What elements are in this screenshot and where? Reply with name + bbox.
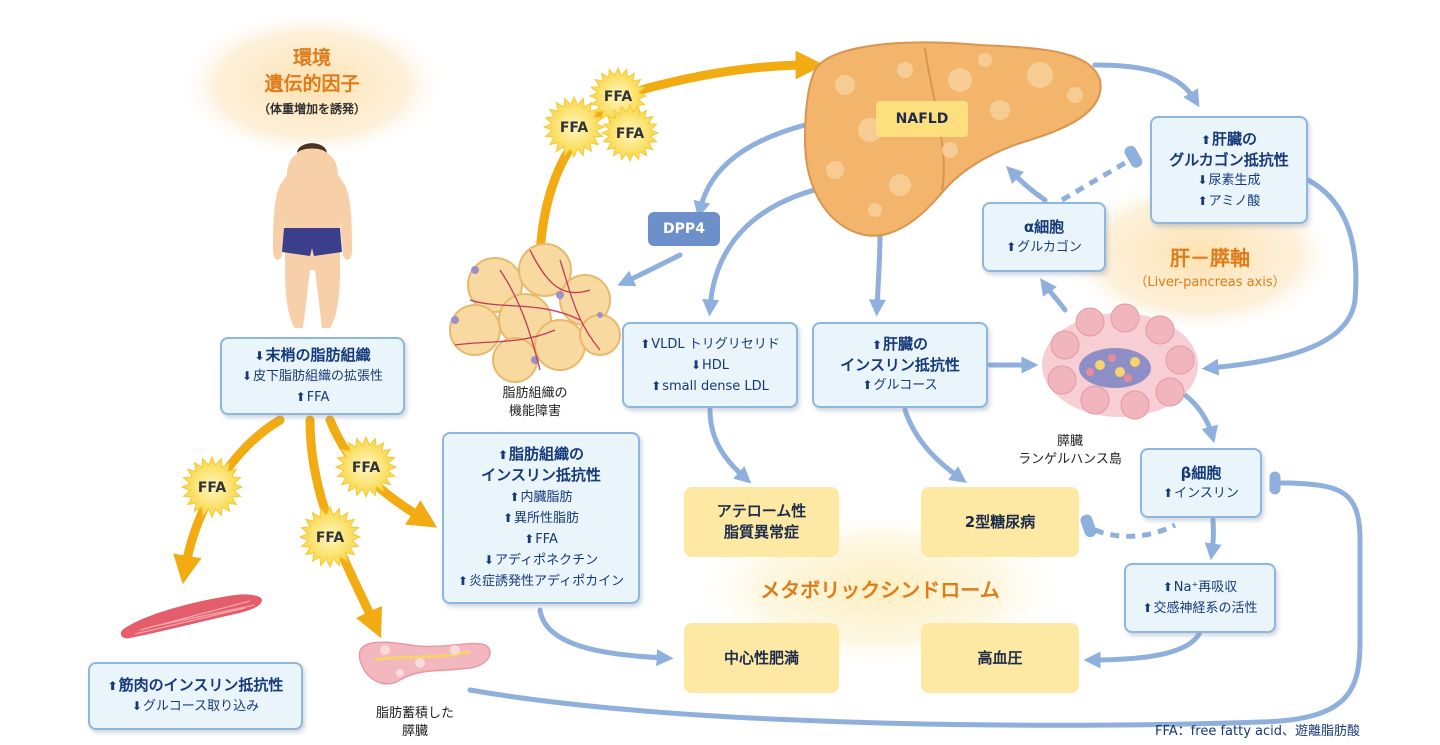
footnote: FFA：free fatty acid、遊離脂肪酸 (1155, 724, 1360, 739)
ffa-starbursts: FFA FFA FFA FFA FFA FFA (180, 66, 660, 569)
lipid-item: VLDL トリグリセリド (640, 334, 780, 355)
adipose-ir-item: 炎症誘発性アディポカイン (458, 571, 624, 592)
sodium-item: Na⁺再吸収 (1163, 577, 1238, 598)
liver-glucagon-item: 尿素生成 (1197, 170, 1261, 191)
fatty-pancreas-icon (358, 641, 491, 685)
liver-ir-title1: 肝臓の (872, 334, 928, 355)
environment-line2: 遺伝的因子 (264, 73, 360, 95)
muscle-insulin-resistance-box: 筋肉のインスリン抵抗性 グルコース取り込み (88, 662, 303, 730)
sodium-item: 交感神経系の活性 (1142, 598, 1258, 619)
liver-glucagon-item: アミノ酸 (1198, 191, 1261, 212)
environment-note: （体重増加を誘発） (257, 102, 366, 116)
central-obesity-box: 中心性肥満 (684, 623, 839, 693)
athero-line1: アテローム性 (716, 502, 807, 520)
islet-label-line2: ランゲルハンス島 (1018, 452, 1122, 467)
peripheral-fat-box: 末梢の脂肪組織 皮下脂肪組織の拡張性 FFA (220, 337, 405, 415)
hypertension-box: 高血圧 (921, 623, 1079, 693)
nafld-tag: NAFLD (876, 101, 968, 137)
axis-subtitle: （Liver-pancreas axis） (1134, 275, 1286, 290)
adipose-ir-item: 異所性脂肪 (503, 508, 579, 529)
muscle-icon (120, 594, 262, 639)
liver-glucagon-title2: グルカゴン抵抗性 (1169, 150, 1289, 169)
adipose-dysfunction-label: 脂肪組織の 機能障害 (480, 385, 590, 421)
ffa-star (600, 103, 660, 163)
ffa-star (542, 95, 606, 159)
lipid-item: small dense LDL (651, 376, 769, 397)
beta-cell-box: β細胞 インスリン (1140, 448, 1262, 518)
ffa-star-label: FFA (604, 89, 633, 105)
ffa-star-label: FFA (616, 126, 645, 142)
pancreatic-islet-icon (1042, 303, 1198, 420)
lipid-item: HDL (691, 355, 729, 376)
central-obesity-label: 中心性肥満 (723, 648, 799, 667)
lipid-profile-box: VLDL トリグリセリド HDL small dense LDL (622, 322, 798, 408)
adipose-label-line2: 機能障害 (508, 404, 561, 419)
muscle-item: グルコース取り込み (132, 696, 259, 717)
adipose-ir-title1: 脂肪組織の (498, 444, 584, 465)
adipose-insulin-resistance-box: 脂肪組織の インスリン抵抗性 内臓脂肪 異所性脂肪 FFA アディポネクチン 炎… (442, 432, 640, 604)
axis-title: 肝－膵軸 (1170, 246, 1250, 270)
ffa-star (298, 505, 362, 569)
fatty-pancreas-label: 脂肪蓄積した 膵臓 (355, 705, 475, 741)
adipose-label-line1: 脂肪組織の (502, 386, 568, 401)
adipose-ir-item: FFA (524, 529, 558, 550)
alpha-cell-item: グルカゴン (1006, 237, 1082, 258)
ffa-star (180, 455, 244, 519)
diabetes-label: 2型糖尿病 (964, 512, 1036, 531)
environment-line1: 環境 (292, 47, 331, 69)
environment-factors: 環境 遺伝的因子 （体重増加を誘発） (212, 45, 412, 121)
ffa-star-label: FFA (560, 120, 589, 136)
ffa-star-label: FFA (198, 480, 227, 496)
ffa-star-label: FFA (352, 460, 381, 476)
muscle-title: 筋肉のインスリン抵抗性 (108, 675, 284, 696)
ffa-star-label: FFA (316, 530, 345, 546)
liver-ir-title2: インスリン抵抗性 (840, 356, 960, 374)
peripheral-fat-item: 皮下脂肪組織の拡張性 (242, 366, 383, 387)
hypertension-label: 高血圧 (977, 648, 1023, 667)
sodium-sympathetic-box: Na⁺再吸収 交感神経系の活性 (1124, 563, 1276, 633)
liver-glucagon-title1: 肝臓の (1201, 129, 1257, 150)
type2-diabetes-box: 2型糖尿病 (921, 487, 1079, 557)
adipose-ir-item: アディポネクチン (484, 550, 598, 571)
liver-ir-item: グルコース (862, 375, 937, 396)
beta-cell-title: β細胞 (1180, 463, 1222, 482)
liver-insulin-resistance-box: 肝臓の インスリン抵抗性 グルコース (812, 322, 988, 408)
adipose-ir-title2: インスリン抵抗性 (481, 466, 601, 484)
islet-label-line1: 膵臓 (1056, 434, 1083, 449)
islet-label: 膵臓 ランゲルハンス島 (1005, 433, 1135, 469)
atherogenic-dyslipidemia-box: アテローム性 脂質異常症 (684, 487, 839, 557)
beta-cell-item: インスリン (1163, 483, 1239, 504)
athero-line2: 脂質異常症 (723, 523, 799, 541)
alpha-cell-title: α細胞 (1023, 217, 1065, 236)
fatty-pancreas-line1: 脂肪蓄積した (375, 706, 454, 721)
ffa-star (334, 435, 398, 499)
person-icon (273, 143, 352, 328)
liver-icon (803, 41, 1102, 237)
alpha-cell-box: α細胞 グルカゴン (982, 202, 1106, 272)
liver-glucagon-resistance-box: 肝臓の グルカゴン抵抗性 尿素生成 アミノ酸 (1150, 116, 1308, 224)
liver-pancreas-axis-label: 肝－膵軸 （Liver-pancreas axis） (1110, 243, 1310, 293)
peripheral-fat-title: 末梢の脂肪組織 (254, 345, 371, 366)
fatty-pancreas-line2: 膵臓 (401, 724, 428, 739)
adipose-ir-item: 内臓脂肪 (509, 487, 573, 508)
metabolic-syndrome-label: メタボリックシンドローム (760, 578, 1000, 602)
dpp4-tag: DPP4 (648, 212, 720, 246)
adipose-tissue-icon (449, 243, 621, 383)
peripheral-fat-item: FFA (296, 387, 330, 408)
